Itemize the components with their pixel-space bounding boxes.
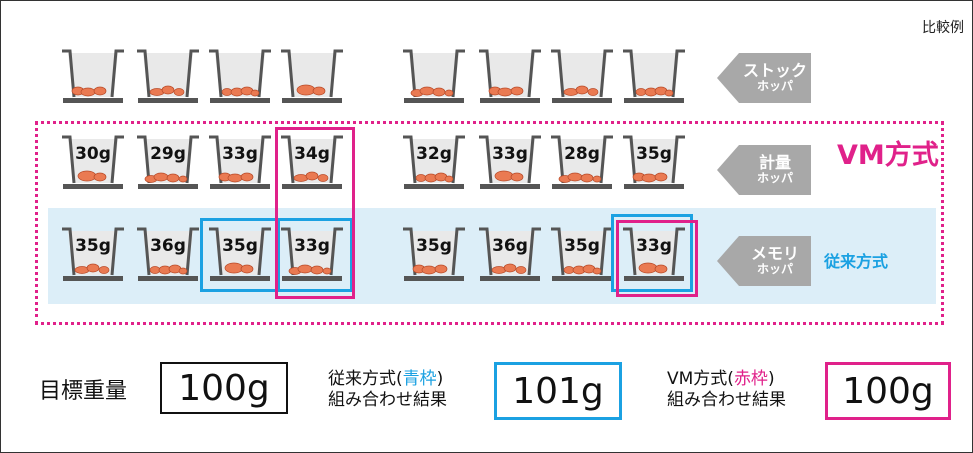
hopper-icon	[62, 135, 124, 189]
vm-caption-line2: 組み合わせ結果	[667, 390, 786, 410]
hopper-icon	[281, 227, 343, 281]
weight-label: 36g	[492, 236, 528, 256]
weigh-hopper: 35g	[621, 133, 687, 191]
stock-hopper	[207, 47, 273, 105]
conventional-frame-1	[200, 218, 280, 292]
weigh-hopper-tag: 計量ホッパ	[717, 145, 811, 195]
memory-hopper: 36g	[477, 225, 543, 283]
vm-result-caption: VM方式(赤枠) 組み合わせ結果	[667, 369, 786, 411]
conventional-result-caption: 従来方式(青枠) 組み合わせ結果	[328, 369, 447, 411]
weight-label: 33g	[636, 236, 672, 256]
corner-label: 比較例	[922, 20, 964, 36]
weight-label: 35g	[564, 236, 600, 256]
hopper-icon	[403, 49, 465, 103]
weigh-hopper: 32g	[401, 133, 467, 191]
memory-tag-line2: ホッパ	[756, 262, 793, 277]
weight-label: 36g	[150, 236, 186, 256]
weight-label: 35g	[636, 144, 672, 164]
weight-label: 29g	[150, 144, 186, 164]
conventional-result-value: 101g	[494, 362, 622, 420]
hopper-icon	[62, 49, 124, 103]
vm-method-label: VM方式	[837, 140, 939, 171]
stock-tag-line1: ストック	[742, 61, 807, 81]
conventional-caption-a: 従来方式(	[328, 369, 403, 389]
hopper-icon	[62, 227, 124, 281]
stock-hopper	[401, 47, 467, 105]
hopper-icon	[551, 227, 613, 281]
weigh-hopper: 33g	[477, 133, 543, 191]
weight-label: 33g	[294, 236, 330, 256]
stock-hopper-tag: ストックホッパ	[717, 53, 811, 103]
weight-label: 35g	[222, 236, 258, 256]
weigh-tag-line1: 計量	[758, 153, 791, 173]
weight-label: 35g	[75, 236, 111, 256]
stock-hopper	[621, 47, 687, 105]
stock-hopper	[135, 47, 201, 105]
hopper-icon	[403, 135, 465, 189]
hopper-icon	[479, 49, 541, 103]
hopper-icon	[479, 135, 541, 189]
target-weight-value: 100g	[160, 362, 288, 414]
memory-hopper: 35g	[549, 225, 615, 283]
conventional-method-label: 従来方式	[824, 252, 889, 271]
hopper-icon	[403, 227, 465, 281]
weigh-hopper: 33g	[207, 133, 273, 191]
stock-hopper	[549, 47, 615, 105]
weight-label: 33g	[492, 144, 528, 164]
vm-caption-frame-color: 赤枠	[733, 369, 768, 389]
hopper-icon	[623, 49, 685, 103]
memory-hopper: 33g	[621, 225, 687, 283]
memory-hopper: 36g	[135, 225, 201, 283]
vm-caption-c: )	[767, 369, 775, 389]
stock-hopper	[60, 47, 126, 105]
weigh-hopper: 30g	[60, 133, 126, 191]
memory-hopper: 35g	[207, 225, 273, 283]
hopper-icon	[209, 135, 271, 189]
weight-label: 34g	[294, 144, 330, 164]
vm-result-value: 100g	[825, 362, 951, 420]
memory-hopper-tag: メモリホッパ	[717, 236, 811, 286]
weight-label: 30g	[75, 144, 111, 164]
vm-frame-2	[616, 220, 698, 297]
weigh-hopper: 34g	[279, 133, 345, 191]
weight-label: 32g	[416, 144, 452, 164]
conventional-caption-c: )	[436, 369, 444, 389]
hopper-icon	[137, 135, 199, 189]
vm-frame-1	[275, 127, 355, 299]
hopper-icon	[623, 135, 685, 189]
memory-hopper: 35g	[401, 225, 467, 283]
conventional-caption-line2: 組み合わせ結果	[328, 390, 447, 410]
hopper-icon	[281, 49, 343, 103]
hopper-icon	[209, 227, 271, 281]
memory-tag-line1: メモリ	[750, 244, 799, 264]
hopper-icon	[209, 49, 271, 103]
hopper-icon	[137, 49, 199, 103]
stock-hopper	[279, 47, 345, 105]
weigh-hopper: 29g	[135, 133, 201, 191]
target-weight-label: 目標重量	[39, 379, 128, 404]
weight-label: 33g	[222, 144, 258, 164]
weight-label: 28g	[564, 144, 600, 164]
weigh-hopper: 28g	[549, 133, 615, 191]
vm-method-dotted-frame	[35, 121, 944, 325]
vm-caption-a: VM方式(	[667, 369, 734, 389]
hopper-icon	[137, 227, 199, 281]
memory-hopper: 33g	[279, 225, 345, 283]
hopper-icon	[551, 135, 613, 189]
stock-hopper	[477, 47, 543, 105]
weigh-tag-line2: ホッパ	[756, 171, 793, 186]
memory-hopper: 35g	[60, 225, 126, 283]
hopper-icon	[623, 227, 685, 281]
hopper-icon	[551, 49, 613, 103]
hopper-icon	[479, 227, 541, 281]
conventional-caption-frame-color: 青枠	[402, 369, 437, 389]
hopper-icon	[281, 135, 343, 189]
stock-tag-line2: ホッパ	[756, 79, 793, 94]
weight-label: 35g	[416, 236, 452, 256]
conventional-frame-3	[611, 214, 693, 292]
